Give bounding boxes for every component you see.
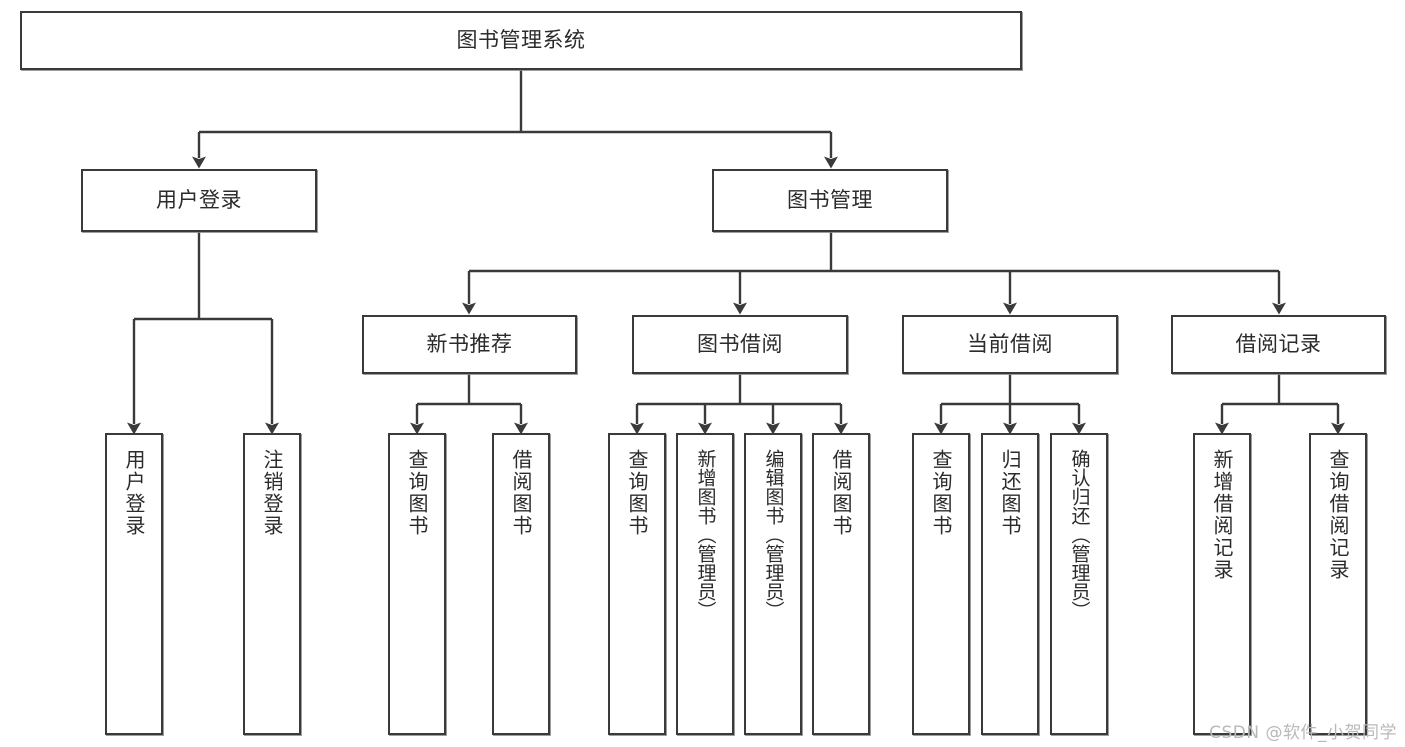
node-leaf-borrow-book-1-label: 借阅图书	[509, 449, 533, 537]
node-leaf-borrow-book-1[interactable]: 借阅图书	[492, 433, 550, 735]
node-leaf-query-book-2-label: 查询图书	[625, 449, 649, 537]
node-book-manage-label: 图书管理	[787, 188, 873, 213]
node-user-login-label: 用户登录	[156, 188, 242, 213]
node-book-borrow-label: 图书借阅	[697, 332, 783, 357]
node-user-login[interactable]: 用户登录	[81, 169, 317, 232]
node-current-borrow-label: 当前借阅	[967, 332, 1053, 357]
node-new-book-recommend[interactable]: 新书推荐	[362, 315, 577, 374]
node-leaf-user-logout[interactable]: 注销登录	[243, 433, 301, 735]
node-leaf-borrow-book-2-label: 借阅图书	[829, 449, 853, 537]
node-root[interactable]: 图书管理系统	[20, 11, 1022, 70]
node-borrow-record-label: 借阅记录	[1235, 332, 1322, 357]
node-leaf-query-book-1[interactable]: 查询图书	[388, 433, 446, 735]
node-leaf-borrow-book-2[interactable]: 借阅图书	[812, 433, 870, 735]
node-leaf-query-record[interactable]: 查询借阅记录	[1309, 433, 1367, 735]
node-leaf-user-login[interactable]: 用户登录	[105, 433, 163, 735]
node-leaf-add-book[interactable]: 新增图书（管理员）	[676, 433, 734, 735]
node-leaf-query-record-label: 查询借阅记录	[1326, 449, 1350, 581]
node-leaf-query-book-2[interactable]: 查询图书	[608, 433, 666, 735]
node-leaf-add-book-label: 新增图书（管理员）	[694, 449, 717, 620]
node-leaf-return-book-label: 归还图书	[998, 449, 1022, 537]
node-leaf-query-book-3[interactable]: 查询图书	[912, 433, 970, 735]
node-book-manage[interactable]: 图书管理	[712, 169, 948, 232]
node-leaf-query-book-3-label: 查询图书	[929, 449, 953, 537]
node-book-borrow[interactable]: 图书借阅	[632, 315, 848, 374]
node-leaf-edit-book[interactable]: 编辑图书（管理员）	[744, 433, 802, 735]
node-leaf-add-record[interactable]: 新增借阅记录	[1193, 433, 1251, 735]
node-leaf-query-book-1-label: 查询图书	[405, 449, 429, 537]
node-leaf-return-book[interactable]: 归还图书	[981, 433, 1039, 735]
node-current-borrow[interactable]: 当前借阅	[902, 315, 1118, 374]
node-root-label: 图书管理系统	[456, 28, 586, 53]
node-leaf-confirm-return-label: 确认归还（管理员）	[1068, 449, 1091, 620]
node-new-book-recommend-label: 新书推荐	[426, 332, 513, 357]
node-leaf-user-login-label: 用户登录	[122, 449, 146, 537]
node-leaf-confirm-return[interactable]: 确认归还（管理员）	[1050, 433, 1108, 735]
node-leaf-add-record-label: 新增借阅记录	[1210, 449, 1234, 581]
node-borrow-record[interactable]: 借阅记录	[1171, 315, 1386, 374]
node-leaf-edit-book-label: 编辑图书（管理员）	[762, 449, 785, 620]
watermark-text: CSDN @软件_小贺同学	[1209, 723, 1397, 743]
node-leaf-user-logout-label: 注销登录	[260, 449, 284, 537]
